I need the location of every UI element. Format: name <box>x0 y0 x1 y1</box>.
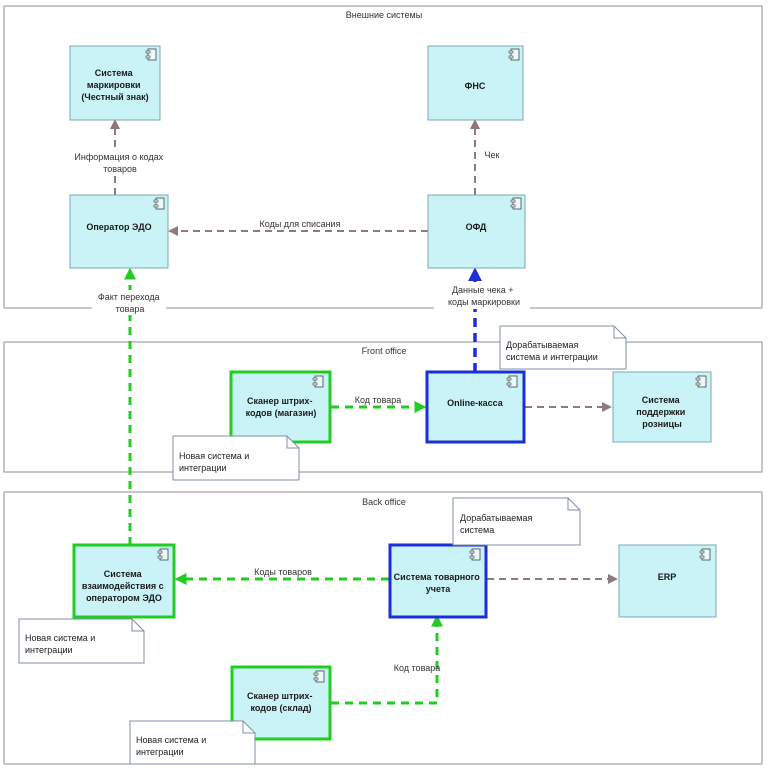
component-label: Система маркировки (Честный знак) <box>81 68 148 102</box>
edge-label-info-codes: Информация о кодах товаров <box>74 152 165 174</box>
component-edo-interaction-system[interactable]: Система взаимодействия с оператором ЭДО <box>72 543 176 619</box>
component-icon <box>153 197 165 210</box>
edge-label-product-code-back: Код товара <box>394 663 441 673</box>
component-icon <box>510 197 522 210</box>
note-label: Новая система и интеграции <box>179 451 252 473</box>
component-icon <box>469 548 481 561</box>
group-title-front: Front office <box>362 346 407 356</box>
group-title-external: Внешние системы <box>346 10 422 20</box>
component-icon <box>157 548 169 561</box>
component-label: ОФД <box>466 222 487 232</box>
component-label: Сканер штрих- кодов (магазин) <box>246 396 317 418</box>
edge-label-product-code-front: Код товара <box>355 395 402 405</box>
component-inventory-system[interactable]: Система товарного учета <box>388 543 488 619</box>
component-icon <box>506 375 518 388</box>
component-icon <box>695 375 707 388</box>
note-label: Дорабатываемая система <box>460 513 535 535</box>
component-retail-support[interactable]: Система поддержки розницы <box>612 371 712 443</box>
note-new-edo-system[interactable]: Новая система и интеграции <box>18 618 145 664</box>
edge-label-product-codes-back: Коды товаров <box>254 567 312 577</box>
note-refine-kassa[interactable]: Дорабатываемая система и интеграции <box>499 325 627 370</box>
component-label: Система товарного учета <box>394 572 483 594</box>
component-label: Оператор ЭДО <box>86 222 151 232</box>
edge-label-transfer-fact: Факт перехода товара <box>98 292 162 314</box>
note-new-scanner-shop[interactable]: Новая система и интеграции <box>172 435 300 481</box>
note-refine-inventory[interactable]: Дорабатываемая система <box>452 497 581 546</box>
note-new-scanner-warehouse[interactable]: Новая система и интеграции <box>129 720 256 765</box>
note-label: Дорабатываемая система и интеграции <box>506 340 598 362</box>
component-label: Система поддержки розницы <box>636 395 688 429</box>
note-label: Новая система и интеграции <box>136 735 209 757</box>
component-icon <box>699 548 711 561</box>
edge-label-write-off: Коды для списания <box>260 219 341 229</box>
component-icon <box>508 48 520 61</box>
component-fns[interactable]: ФНС <box>427 45 524 121</box>
note-label: Новая система и интеграции <box>25 633 98 655</box>
component-icon <box>312 375 324 388</box>
component-erp[interactable]: ERP <box>618 544 717 618</box>
component-scanner-shop[interactable]: Сканер штрих- кодов (магазин) <box>229 370 332 444</box>
component-marking-system[interactable]: Система маркировки (Честный знак) <box>69 45 161 121</box>
edge-label-receipt: Чек <box>485 150 500 160</box>
component-ofd[interactable]: ОФД <box>427 194 526 269</box>
component-label: Online-касса <box>447 398 504 408</box>
edge-label-receipt-data: Данные чека + коды маркировки <box>448 285 520 307</box>
component-icon <box>313 670 325 683</box>
edge-scanner-wh-to-inventory <box>331 614 443 705</box>
component-label: ФНС <box>465 81 486 91</box>
component-online-kassa[interactable]: Online-касса <box>425 370 526 444</box>
component-label: ERP <box>658 572 677 582</box>
component-edo-operator[interactable]: Оператор ЭДО <box>69 194 169 269</box>
component-label: Сканер штрих- кодов (склад) <box>247 691 315 713</box>
group-title-back: Back office <box>362 497 406 507</box>
component-label: Система взаимодействия с оператором ЭДО <box>82 569 166 603</box>
component-icon <box>145 48 157 61</box>
